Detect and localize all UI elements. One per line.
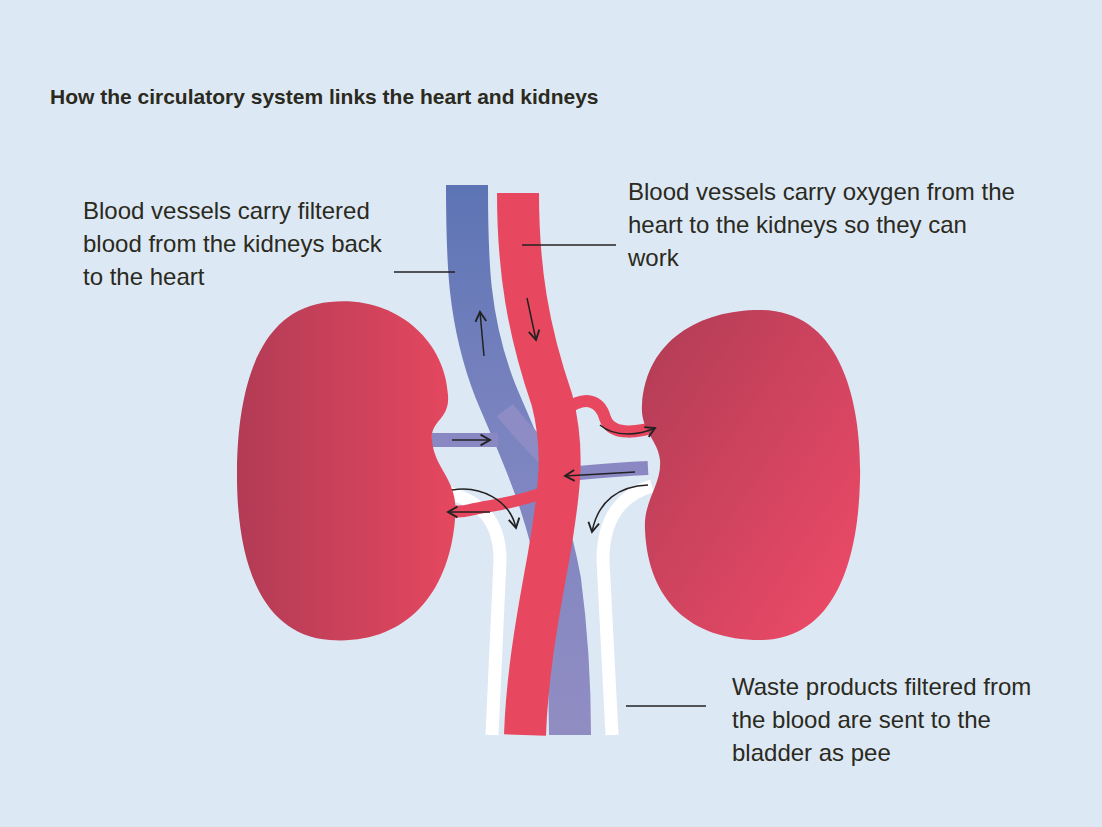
- callout-label: Blood vessels carry oxygen from the hear…: [628, 175, 1020, 274]
- renal-vein: [432, 433, 498, 447]
- vein: [467, 185, 570, 735]
- leader-line: [394, 245, 706, 706]
- flow-arrows: [448, 298, 655, 532]
- callout-label: Waste products filtered from the blood a…: [732, 670, 1032, 769]
- ureter: [603, 486, 652, 735]
- left-kidney: [237, 301, 456, 640]
- title: How the circulatory system links the hea…: [50, 84, 599, 110]
- right-kidney: [642, 310, 860, 640]
- artery: [518, 193, 560, 735]
- callout-label: Blood vessels carry filtered blood from …: [83, 194, 388, 293]
